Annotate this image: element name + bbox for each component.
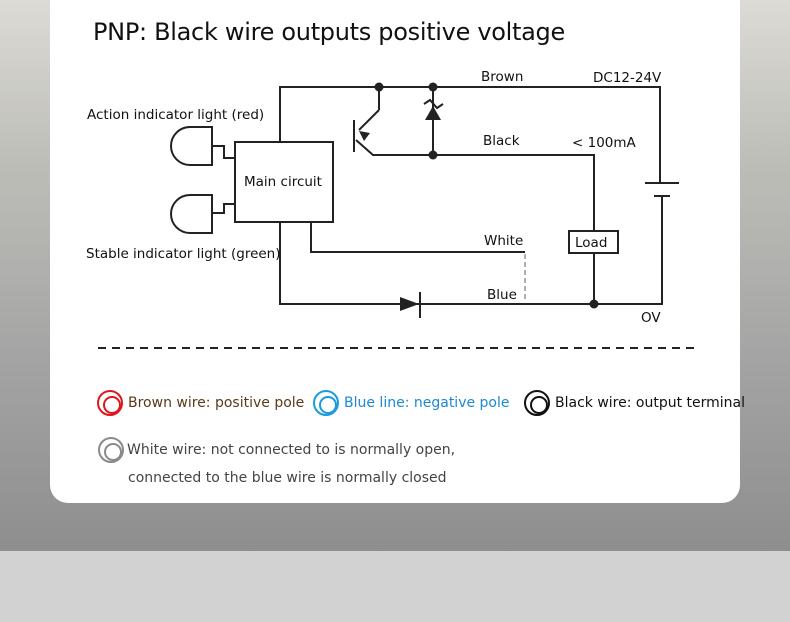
legend-label: Brown wire: positive pole xyxy=(128,395,305,411)
action-light-wire xyxy=(212,145,235,159)
black-wire xyxy=(355,139,595,231)
gray-ring-icon xyxy=(98,437,124,463)
junction-dot xyxy=(428,150,438,160)
brown-label: Brown xyxy=(481,69,523,85)
transistor-emitter xyxy=(358,109,380,131)
junction-dot xyxy=(589,299,599,309)
legend-label: Blue line: negative pole xyxy=(344,395,510,411)
ground-rail xyxy=(594,196,663,305)
white-note-line1: White wire: not connected to is normally… xyxy=(127,442,456,458)
legend-item-brown: Brown wire: positive pole xyxy=(97,390,304,416)
current-limit-label: < 100mA xyxy=(572,135,637,151)
junction-dot xyxy=(374,82,384,92)
transistor-arrow xyxy=(359,131,370,141)
black-ring-icon xyxy=(524,390,550,416)
action-indicator-light xyxy=(170,126,213,166)
supply-voltage-label: DC12-24V xyxy=(593,70,662,86)
white-wire xyxy=(310,222,525,253)
stable-indicator-light xyxy=(170,194,213,234)
blue-label: Blue xyxy=(487,287,517,303)
brown-wire xyxy=(279,86,661,182)
black-label: Black xyxy=(483,133,520,149)
legend-item-black: Black wire: output terminal xyxy=(524,390,745,416)
diode-triangle xyxy=(400,297,419,311)
load-label: Load xyxy=(575,235,607,251)
legend-item-blue: Blue line: negative pole xyxy=(313,390,510,416)
main-circuit-label: Main circuit xyxy=(244,174,322,190)
page-title: PNP: Black wire outputs positive voltage xyxy=(93,18,565,46)
junction-dot xyxy=(428,82,438,92)
red-ring-icon xyxy=(97,390,123,416)
stable-light-wire xyxy=(212,203,235,214)
legend-label: Black wire: output terminal xyxy=(555,395,746,411)
white-note-line2: connected to the blue wire is normally c… xyxy=(128,470,447,486)
main-circuit-box xyxy=(234,141,334,223)
zener-triangle xyxy=(425,106,441,120)
zener-bar xyxy=(423,98,444,110)
action-light-label: Action indicator light (red) xyxy=(87,107,264,123)
blue-ring-icon xyxy=(313,390,339,416)
ground-label: OV xyxy=(641,310,661,326)
white-label: White xyxy=(484,233,523,249)
white-wire-note: White wire: not connected to is normally… xyxy=(98,437,455,486)
blue-wire xyxy=(279,222,594,305)
stable-light-label: Stable indicator light (green) xyxy=(86,246,281,262)
